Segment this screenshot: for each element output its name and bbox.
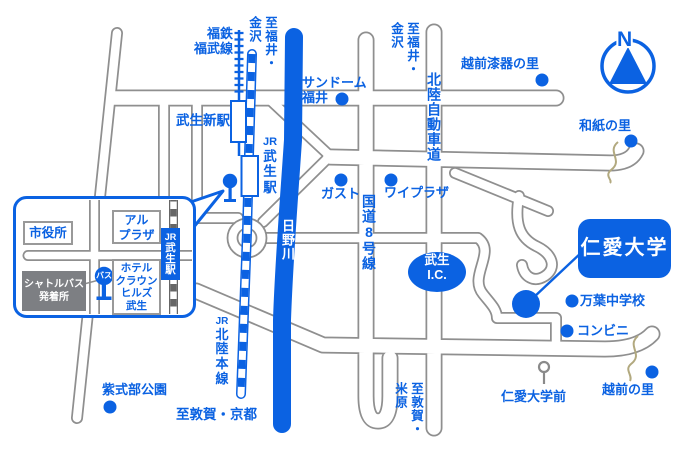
hotel-line-1: ホテル [120,262,153,274]
takefu-ic-line-2: I.C. [427,268,447,282]
gusto-dot [334,173,348,187]
jr-hokuriku-jr: JR [215,316,229,327]
echizen-shikki-dot [535,73,549,87]
road-break-marks [607,141,639,382]
jr-hokuriku-line-label: JR 北 陸 本 線 [212,316,232,387]
compass-north-icon [600,38,656,94]
jr-takefu-jr: JR [262,136,278,148]
fukutetsu-line-1: 福鉄 [206,26,233,41]
station-bus-stop-icon [222,173,238,202]
jr-takefu-c1: 武 [263,148,277,164]
to-fukui-kanazawa-east-label: 至福井・金沢 [389,22,419,76]
jr-takefu-station-box [240,155,259,197]
takefu-ic-label: 武生 I.C. [408,253,466,283]
inset-jr-c3: 駅 [165,263,176,276]
takefu-ic-line-1: 武生 [424,253,450,267]
sundome-line-1: サンドーム [302,75,367,90]
echizen-no-sato-dot [645,365,659,379]
city-hall-label: 市役所 [29,225,67,240]
city-hall-box: 市役所 [23,221,73,245]
shuttle-line-2: 発着所 [39,292,69,303]
conbini-dot [560,324,574,338]
jr-takefu-c3: 駅 [263,179,277,195]
fukutetsu-line-label: 福鉄 福武線 [191,26,233,57]
compass-n-label: N [617,28,633,51]
inset-jr-c2: 生 [165,252,176,265]
hotel-line-2: クラウン [115,274,158,287]
takefushin-station-label: 武生新駅 [176,113,230,128]
sundome-dot [335,92,349,106]
inset-jr-c1: 武 [165,241,176,254]
al-plaza-line-2: プラザ [118,228,155,242]
to-fukui-kanazawa-west-label: 至福井・金沢 [247,16,277,70]
university-name: 仁愛大学 [580,237,669,259]
jinai-mae-stop-label: 仁愛大学前 [501,389,567,404]
inset-jr-station-box: JR 武 生 駅 [161,228,180,280]
hokuriku-expressway-label: 北陸自動車道 [426,72,442,162]
takefu-ic-ellipse [408,252,466,292]
to-tsuruga-kyoto-label: 至敦賀・京都 [176,407,257,422]
inset-jr-jr: JR [164,232,177,243]
inset-bus-label: バス [96,271,112,280]
to-tsuruga-maibara-label: 至敦賀・米原 [393,382,423,436]
takefushin-station-box [230,100,247,143]
shuttle-line-1: シャトルバス [24,279,84,290]
jr-hokuriku-c4: 線 [215,371,229,387]
murasaki-park-dot [103,400,117,414]
university-dot [512,290,540,318]
conbini-label: コンビニ [577,323,630,338]
jr-hokuriku-c3: 本 [215,356,229,372]
jinai-mae-bus-stop-icon [537,360,551,384]
murasaki-park-label: 紫式部公園 [102,382,168,397]
y-plaza-dot [384,173,398,187]
washi-no-sato-dot [624,134,638,148]
jr-hokuriku-c2: 陸 [215,341,229,357]
route8-label: 国道8号線 [361,194,377,271]
al-plaza-line-1: アル [124,213,149,227]
shuttle-stop-box: シャトルバス 発着所 [22,271,86,311]
fukutetsu-line-2: 福武線 [193,40,233,56]
jr-hokuriku-c1: 北 [215,326,229,342]
inset-bus-stop-icon [94,266,114,300]
hino-river [273,28,303,433]
landmark-dots [103,73,659,414]
university-badge: 仁愛大学 [578,219,671,278]
sundome-label: サンドーム 福井 [302,75,367,106]
manyo-school-label: 万葉中学校 [580,293,646,308]
hotel-line-4: 武生 [126,299,147,312]
gusto-label: ガスト [321,186,361,201]
echizen-no-sato-label: 越前の里 [602,382,655,397]
al-plaza-box: アル プラザ [112,210,161,244]
y-plaza-label: ワイプラザ [384,185,450,200]
jr-takefu-c2: 生 [263,164,277,180]
washi-no-sato-label: 和紙の里 [579,118,632,133]
university-leader-line [532,250,584,299]
echizen-shikki-label: 越前漆器の里 [461,56,540,71]
jr-takefu-station-label: JR 武 生 駅 [260,136,280,195]
sundome-line-2: 福井 [302,89,329,105]
hotel-box: ホテル クラウン ヒルズ 武生 [112,259,161,315]
manyo-school-dot [565,294,579,308]
hotel-line-3: ヒルズ [120,287,153,299]
hino-river-label: 日野川 [280,219,295,261]
